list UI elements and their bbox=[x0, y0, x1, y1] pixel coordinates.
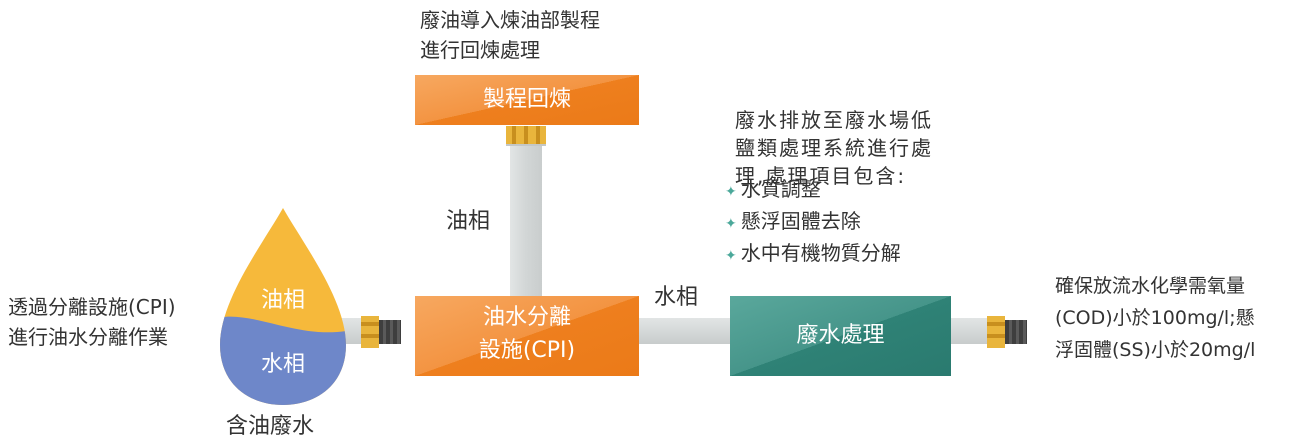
treatment-item: ✦水質調整 bbox=[725, 175, 901, 207]
treatment-note-line3: 理,處理項目包含: bbox=[735, 164, 907, 188]
water-phase-label: 水相 bbox=[654, 285, 699, 310]
right-note-line3: 浮固體(SS)小於20mg/l bbox=[1055, 339, 1256, 361]
fitting-inlet bbox=[361, 316, 401, 348]
refining-box bbox=[415, 75, 639, 125]
treatment-note: 廢水排放至廢水場低 鹽類處理系統進行處 理,處理項目包含: bbox=[735, 106, 933, 190]
right-note: 確保放流水化學需氧量 (COD)小於100mg/l;懸 浮固體(SS)小於20m… bbox=[1055, 270, 1255, 366]
drop-caption: 含油廢水 bbox=[226, 414, 315, 439]
fitting-outlet bbox=[987, 316, 1027, 348]
right-note-line2: (COD)小於100mg/l;懸 bbox=[1055, 307, 1255, 329]
sparkle-bullet-icon: ✦ bbox=[725, 248, 737, 264]
fitting-top bbox=[506, 126, 546, 144]
drop-water-label: 水相 bbox=[260, 352, 305, 377]
cpi-box bbox=[415, 296, 639, 376]
treatment-item: ✦懸浮固體去除 bbox=[725, 207, 901, 239]
top-note-line1: 廢油導入煉油部製程 bbox=[420, 8, 600, 32]
oil-phase-label: 油相 bbox=[446, 209, 491, 234]
treatment-item-label: 水質調整 bbox=[740, 177, 821, 201]
cpi-box-label: 油水分離 設施(CPI) bbox=[415, 301, 639, 367]
top-note-line2: 進行回煉處理 bbox=[420, 38, 540, 62]
sparkle-bullet-icon: ✦ bbox=[725, 184, 737, 200]
cpi-box-line2: 設施(CPI) bbox=[478, 338, 576, 363]
drop-oil-label: 油相 bbox=[260, 288, 305, 313]
left-note: 透過分離設施(CPI) 進行油水分離作業 bbox=[8, 292, 176, 352]
oily-wastewater-drop bbox=[220, 208, 346, 405]
oil-pipe bbox=[510, 140, 542, 296]
cpi-box-line1: 油水分離 bbox=[482, 305, 571, 330]
wastewater-box-label: 廢水處理 bbox=[796, 323, 885, 348]
sparkle-bullet-icon: ✦ bbox=[725, 216, 737, 232]
water-pipe bbox=[638, 318, 730, 344]
treatment-item: ✦水中有機物質分解 bbox=[725, 239, 901, 271]
treatment-item-label: 水中有機物質分解 bbox=[740, 241, 901, 265]
top-note: 廢油導入煉油部製程 進行回煉處理 bbox=[420, 5, 600, 65]
wastewater-box bbox=[730, 296, 951, 376]
right-note-line1: 確保放流水化學需氧量 bbox=[1055, 275, 1246, 297]
treatment-item-label: 懸浮固體去除 bbox=[740, 209, 861, 233]
left-note-line2: 進行油水分離作業 bbox=[8, 325, 168, 349]
left-note-line1: 透過分離設施(CPI) bbox=[8, 295, 176, 319]
refining-box-label: 製程回煉 bbox=[482, 87, 571, 112]
treatment-note-line2: 鹽類處理系統進行處 bbox=[735, 136, 933, 160]
treatment-items: ✦水質調整 ✦懸浮固體去除 ✦水中有機物質分解 bbox=[725, 175, 901, 271]
treatment-note-line1: 廢水排放至廢水場低 bbox=[735, 108, 933, 132]
